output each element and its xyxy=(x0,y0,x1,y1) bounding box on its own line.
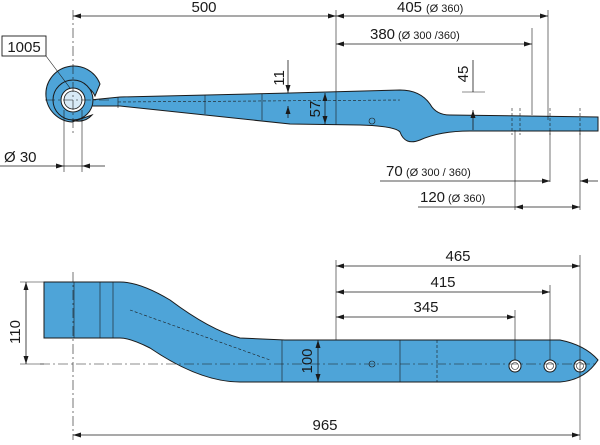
arrow-head xyxy=(542,289,550,295)
leaf-hidden-line xyxy=(117,99,401,103)
part-number-box xyxy=(1,35,47,57)
center-bolt-mark xyxy=(368,117,376,125)
arrow-head xyxy=(507,314,515,320)
dim-380-note: (Ø 300 /360) xyxy=(398,30,460,42)
dim-405-note: (Ø 360) xyxy=(426,3,463,15)
arrow-head xyxy=(524,41,532,47)
arrow-head xyxy=(336,13,344,19)
spring-leaf-side xyxy=(89,89,599,143)
arrow-head xyxy=(23,356,29,364)
arrow-head xyxy=(73,13,81,19)
arrow-head xyxy=(336,263,344,269)
arrow-head xyxy=(82,163,90,169)
plan-view: 465 415 345 110 100 965 xyxy=(7,248,599,440)
dim-415-label: 415 xyxy=(430,274,455,291)
arrow-head xyxy=(336,289,344,295)
dim-70-label: 70 xyxy=(386,163,403,180)
arrow-head xyxy=(73,432,81,438)
leader-line xyxy=(45,55,71,89)
arrow-head xyxy=(572,204,580,210)
arrow-head xyxy=(572,432,580,438)
mounting-hole xyxy=(508,359,522,373)
arrow-head xyxy=(56,163,64,169)
spring-leaf-plan xyxy=(43,281,599,383)
arrow-head xyxy=(542,178,550,184)
arrow-head xyxy=(322,116,328,124)
dim-70-note: (Ø 300 / 360) xyxy=(406,167,471,179)
arrow-head xyxy=(515,204,523,210)
mounting-hole-inner xyxy=(511,362,519,370)
arrow-head xyxy=(328,13,336,19)
arrow-head xyxy=(322,93,328,101)
dim-405-label: 405 xyxy=(397,0,422,16)
arrow-head xyxy=(470,110,476,118)
dim-965-label: 965 xyxy=(312,417,337,434)
mounting-hole xyxy=(543,359,557,373)
dim-110-label: 110 xyxy=(7,320,24,344)
dim-345-label: 345 xyxy=(413,299,438,316)
dim-465-label: 465 xyxy=(445,248,470,265)
dim-380-label: 380 xyxy=(370,26,395,43)
dim-100-label: 100 xyxy=(299,348,316,373)
arrow-head xyxy=(315,340,321,348)
dim-45-label: 45 xyxy=(455,66,472,83)
arrow-head xyxy=(336,41,344,47)
dim-57-label: 57 xyxy=(307,101,324,118)
arrow-head xyxy=(23,282,29,290)
side-view: 500 405 (Ø 360) 380 (Ø 300 /360) 11 57 4… xyxy=(0,0,599,210)
dim-500-label: 500 xyxy=(191,0,216,16)
dim-dia-30-label: Ø 30 xyxy=(4,149,37,166)
dim-120-note: (Ø 360) xyxy=(448,193,485,205)
arrow-head xyxy=(285,106,291,114)
dim-11-label: 11 xyxy=(271,70,288,86)
arrow-head xyxy=(572,263,580,269)
part-number-label: 1005 xyxy=(7,39,40,56)
arrow-head xyxy=(285,85,291,93)
mounting-hole-inner xyxy=(546,362,554,370)
arrow-head xyxy=(336,314,344,320)
arrow-head xyxy=(540,13,548,19)
arrow-head xyxy=(315,374,321,382)
dim-120-label: 120 xyxy=(420,189,445,206)
